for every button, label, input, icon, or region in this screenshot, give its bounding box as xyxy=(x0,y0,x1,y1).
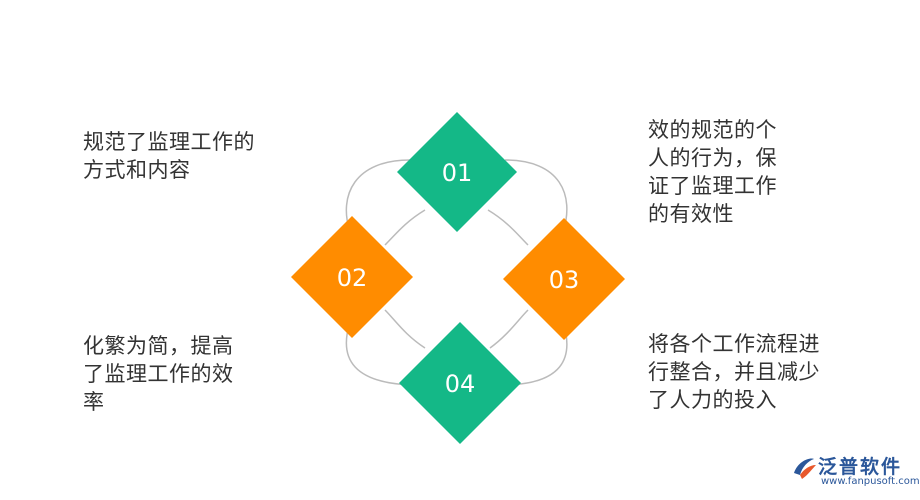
text-bottom-right: 将各个工作流程进 行整合，并且减少 了人力的投入 xyxy=(648,332,820,412)
node-02-label: 02 xyxy=(337,264,368,292)
connector-02-04-inner xyxy=(384,309,426,349)
connector-01-02-inner xyxy=(384,209,426,246)
node-04-label: 04 xyxy=(445,370,476,398)
node-02: 02 xyxy=(291,216,413,338)
node-03: 03 xyxy=(503,218,625,340)
connector-01-02-outer xyxy=(345,159,411,233)
text-bottom-left: 化繁为简，提高 了监理工作的效 率 xyxy=(83,334,234,414)
node-03-label: 03 xyxy=(549,266,580,294)
text-top-left: 规范了监理工作的 方式和内容 xyxy=(83,130,255,182)
node-01: 01 xyxy=(397,112,517,232)
diamond-01 xyxy=(397,112,517,232)
connector-01-03-outer xyxy=(504,159,568,233)
connector-03-04-inner xyxy=(489,309,529,349)
connector-01-03-inner xyxy=(487,209,529,246)
node-01-label: 01 xyxy=(442,159,473,187)
text-top-right: 效的规范的个 人的行为，保 证了监理工作 的有效性 xyxy=(648,118,777,226)
diamond-04 xyxy=(399,322,521,444)
logo-url: www.fanpusoft.com xyxy=(821,476,920,487)
diamond-03 xyxy=(503,218,625,340)
connector-02-04-outer xyxy=(345,321,413,386)
logo-name: 泛普软件 xyxy=(818,456,903,478)
node-04: 04 xyxy=(399,322,521,444)
diamond-02 xyxy=(291,216,413,338)
fanpu-logo-icon xyxy=(794,458,816,479)
